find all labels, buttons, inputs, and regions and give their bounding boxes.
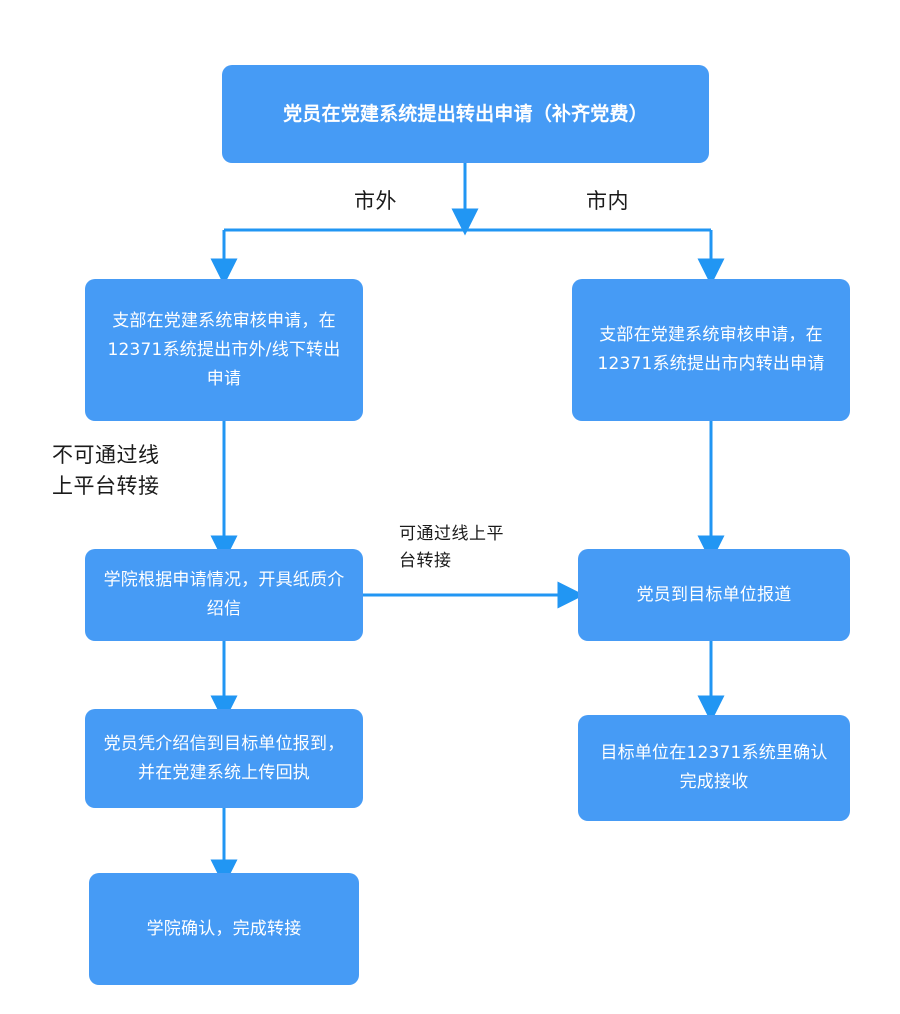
node-left-receipt-label: 党员凭介绍信到目标单位报到，并在党建系统上传回执 (103, 733, 345, 783)
branch-label-right: 市内 (586, 189, 629, 213)
node-right-review-label: 支部在党建系统审核申请，在12371系统提出市内转出申请 (597, 325, 825, 374)
node-left-review[interactable]: 支部在党建系统审核申请，在12371系统提出市外/线下转出申请 (85, 279, 363, 421)
branch-label-left: 市外 (354, 189, 397, 213)
node-right-report-label: 党员到目标单位报道 (636, 584, 792, 605)
node-right-confirm-label: 目标单位在12371系统里确认完成接收 (600, 743, 828, 792)
node-left-letter-label: 学院根据申请情况，开具纸质介绍信 (103, 570, 345, 619)
node-left-receipt[interactable]: 党员凭介绍信到目标单位报到，并在党建系统上传回执 (85, 709, 363, 808)
annotation-left-note: 不可通过线 上平台转接 (52, 443, 160, 498)
node-start-label: 党员在党建系统提出转出申请（补齐党费） (283, 102, 648, 125)
node-left-finish[interactable]: 学院确认，完成转接 (89, 873, 359, 985)
node-left-finish-label: 学院确认，完成转接 (146, 918, 302, 939)
node-right-report[interactable]: 党员到目标单位报道 (578, 549, 850, 641)
node-right-confirm[interactable]: 目标单位在12371系统里确认完成接收 (578, 715, 850, 821)
annotation-middle-note: 可通过线上平 台转接 (399, 524, 504, 571)
node-left-review-label: 支部在党建系统审核申请，在12371系统提出市外/线下转出申请 (107, 310, 341, 389)
node-left-letter[interactable]: 学院根据申请情况，开具纸质介绍信 (85, 549, 363, 641)
node-start[interactable]: 党员在党建系统提出转出申请（补齐党费） (222, 65, 709, 163)
node-right-review[interactable]: 支部在党建系统审核申请，在12371系统提出市内转出申请 (572, 279, 850, 421)
